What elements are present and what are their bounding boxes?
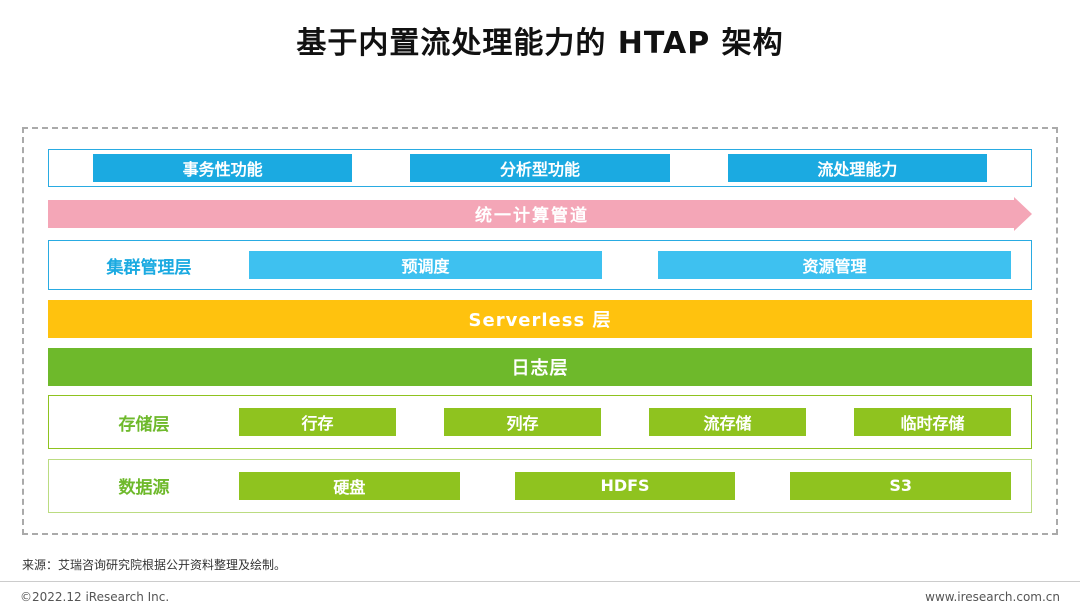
website-link: www.iresearch.com.cn	[925, 590, 1060, 604]
functions-row: 事务性功能 分析型功能 流处理能力	[48, 149, 1032, 187]
datasource-box-s3: S3	[790, 471, 1012, 500]
storage-box-temp-store: 临时存储	[854, 408, 1011, 437]
cluster-box-resource-management: 资源管理	[658, 251, 1011, 280]
storage-box-stream-store: 流存储	[649, 408, 806, 437]
function-box-transactional: 事务性功能	[93, 154, 353, 182]
function-box-streaming: 流处理能力	[727, 154, 987, 182]
footer-divider	[0, 581, 1080, 582]
datasource-row: 数据源 硬盘 HDFS S3	[48, 458, 1032, 513]
serverless-layer-bar: Serverless 层	[48, 299, 1032, 338]
diagram-frame: 事务性功能 分析型功能 流处理能力 统一计算管道 集群管理层 预调度 资源管理 …	[22, 127, 1058, 535]
pipeline-label: 统一计算管道	[475, 206, 589, 227]
storage-box-row-store: 行存	[239, 408, 396, 437]
datasource-box-disk: 硬盘	[239, 471, 460, 500]
copyright-text: ©2022.12 iResearch Inc.	[20, 590, 170, 604]
source-note: 来源：艾瑞咨询研究院根据公开资料整理及绘制。	[22, 558, 287, 572]
function-box-analytical: 分析型功能	[410, 154, 670, 182]
cluster-box-prescheduling: 预调度	[249, 251, 602, 280]
cluster-management-row: 集群管理层 预调度 资源管理	[48, 240, 1032, 291]
storage-box-column-store: 列存	[444, 408, 601, 437]
arrow-body	[48, 199, 1016, 228]
page-title: 基于内置流处理能力的 HTAP 架构	[296, 26, 784, 61]
datasource-box-hdfs: HDFS	[514, 471, 736, 500]
storage-layer-row: 存储层 行存 列存 流存储 临时存储	[48, 395, 1032, 450]
cluster-layer-label: 集群管理层	[106, 257, 192, 278]
log-layer-bar: 日志层	[48, 347, 1032, 386]
arrow-head-icon	[1014, 196, 1032, 231]
pipeline-arrow: 统一计算管道	[48, 196, 1032, 231]
storage-layer-label: 存储层	[118, 414, 170, 435]
datasource-label: 数据源	[118, 478, 170, 499]
